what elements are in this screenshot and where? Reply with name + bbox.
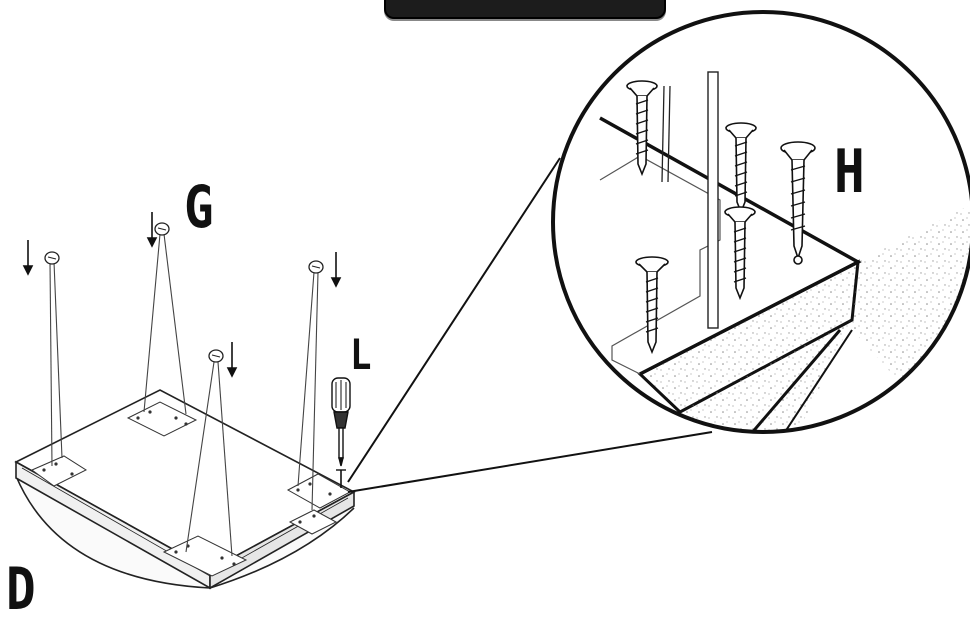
label-h-screws: H (834, 142, 865, 202)
label-l-screwdriver: L (350, 334, 372, 376)
down-arrows (24, 212, 340, 376)
screw-heads-g (45, 223, 323, 362)
assembly-diagram: G L H D (0, 0, 970, 592)
screwdriver-tool (332, 378, 350, 488)
diagram-drawing (0, 0, 970, 592)
zoom-detail-circle (553, 12, 970, 470)
label-d-tabletop: D (6, 560, 36, 618)
label-g-screws: G (184, 178, 214, 236)
